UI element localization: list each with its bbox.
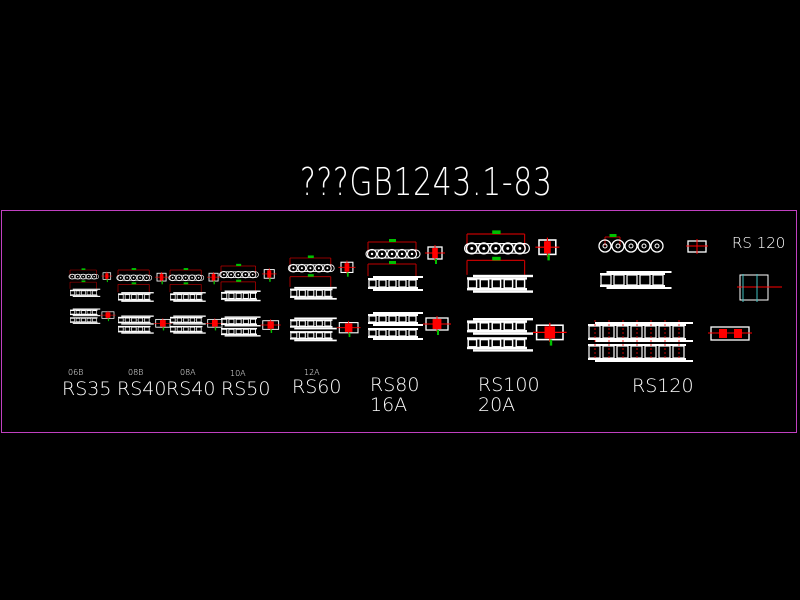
chain-drawing-rs35	[68, 268, 116, 324]
drawing-frame	[1, 210, 797, 433]
chain-label-rs120: RS120	[632, 375, 694, 397]
chain-label-rs100: RS100	[478, 374, 540, 396]
chain-label-rs50: RS50	[221, 378, 271, 400]
side-label-rs120: RS 120	[732, 234, 786, 252]
chain-drawing-rs120	[588, 234, 782, 362]
chain-code-rs35: 06B	[68, 368, 84, 377]
chain-label-rs80: RS80	[370, 374, 420, 396]
chain-label-rs40-08a: RS40	[166, 378, 216, 400]
chain-drawing-rs60	[287, 255, 361, 342]
chain-code-rs80: 16A	[370, 394, 408, 416]
chain-drawing-rs100	[463, 230, 567, 352]
chain-label-rs35: RS35	[62, 378, 112, 400]
chain-drawing-rs40a	[116, 268, 172, 334]
chain-drawing-rs80	[365, 239, 451, 340]
chain-code-rs100: 20A	[478, 394, 516, 416]
chain-code-rs60: 12A	[304, 368, 320, 377]
chain-code-rs40-08a: 08A	[180, 368, 196, 377]
chain-code-rs50: 10A	[230, 369, 246, 378]
chain-label-rs40-08b: RS40	[117, 378, 167, 400]
drawing-title: ???GB1243.1-83	[300, 160, 553, 204]
chain-drawing-rs50	[219, 263, 281, 337]
chain-label-rs60: RS60	[292, 376, 342, 398]
chain-code-rs40-08b: 08B	[128, 368, 144, 377]
chain-drawing-rs40b	[168, 268, 224, 334]
